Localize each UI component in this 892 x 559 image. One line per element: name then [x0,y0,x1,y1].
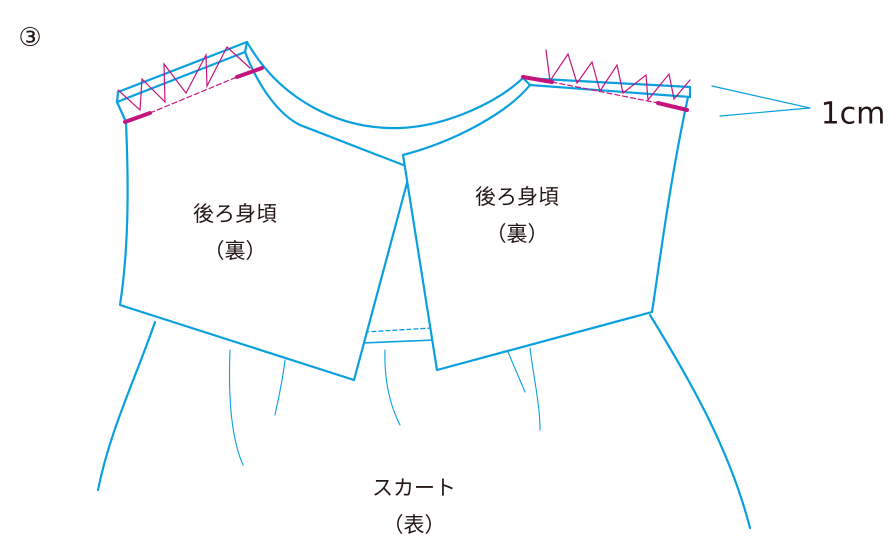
left-bodice [115,50,413,382]
dimension-pointer [711,85,811,117]
step-number: ③ [18,23,42,53]
seam-allowance-label: 1cm [820,96,886,132]
neckline-outer [245,40,525,130]
right-zigzag [545,49,691,102]
right-bodice [401,83,692,372]
right-backstitch [521,75,689,112]
skirt-side: （表） [382,513,446,537]
skirt-right-edge [648,313,752,530]
left-stitch-line [149,76,238,114]
right-piece-label: 後ろ身頃 [475,185,559,209]
left-piece-label: 後ろ身頃 [193,202,277,226]
left-piece-side: （裏） [203,239,267,263]
right-piece-side: （裏） [485,222,549,246]
skirt-left-edge [96,320,157,492]
skirt-folds [228,347,541,466]
skirt-label: スカート [372,476,456,500]
right-stitch-line [551,81,659,104]
left-zigzag [117,46,251,112]
skirt-waist [361,339,436,344]
left-backstitch [123,66,264,124]
skirt-waist-stitch [364,327,433,333]
left-shoulder-edge [116,40,249,94]
